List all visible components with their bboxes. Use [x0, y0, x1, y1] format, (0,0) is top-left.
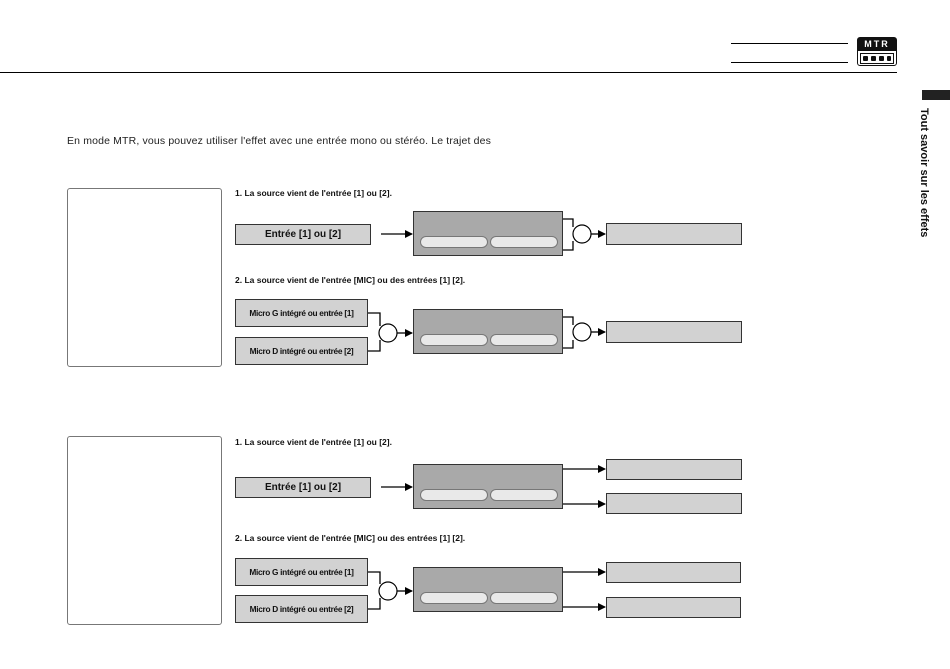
section-tab-marker — [922, 90, 950, 100]
mix-node — [378, 323, 398, 343]
section-title-vertical: Tout savoir sur les effets — [918, 108, 930, 238]
mix-node — [572, 224, 592, 244]
diagram-2-case-2-output-right-box — [606, 597, 741, 618]
effect-slot-right — [490, 489, 558, 501]
diagram-2-case-2-input-right: Micro D intégré ou entrée [2] — [235, 595, 368, 623]
diagram-2-case-1-caption: 1. La source vient de l'entrée [1] ou [2… — [235, 437, 392, 447]
mix-node — [572, 322, 592, 342]
effect-slot-right — [490, 334, 558, 346]
diagram-2-case-1-output-left-box — [606, 459, 742, 480]
mtr-logo-text: MTR — [858, 38, 896, 51]
diagram-1-case-2-output-box — [606, 321, 742, 343]
diagram-1-case-1-caption: 1. La source vient de l'entrée [1] ou [2… — [235, 188, 392, 198]
effect-slot-left — [420, 334, 488, 346]
diagram-1-case-2-caption: 2. La source vient de l'entrée [MIC] ou … — [235, 275, 466, 285]
diagram-2-case-2-output-left-box — [606, 562, 741, 583]
header-rule — [0, 72, 897, 73]
diagram-2-case-2-caption: 2. La source vient de l'entrée [MIC] ou … — [235, 533, 466, 543]
effect-slot-left — [420, 489, 488, 501]
diagram-1-case-1-output-box — [606, 223, 742, 245]
header-field-line-2 — [731, 62, 848, 63]
diagram-1-case-2-input-left: Micro G intégré ou entrée [1] — [235, 299, 368, 327]
effect-slot-left — [420, 236, 488, 248]
diagram-2-case-2-input-left: Micro G intégré ou entrée [1] — [235, 558, 368, 586]
diagram-1-case-1-effect-block — [413, 211, 563, 256]
diagram-2-case-1-input-box: Entrée [1] ou [2] — [235, 477, 371, 498]
diagram-2-case-1-effect-block — [413, 464, 563, 509]
diagram-1-case-1-input-box: Entrée [1] ou [2] — [235, 224, 371, 245]
diagram-2-label-panel — [67, 436, 222, 625]
diagram-2-case-2-effect-block — [413, 567, 563, 612]
diagram-1-case-2-effect-block — [413, 309, 563, 354]
diagram-1-case-2-input-right: Micro D intégré ou entrée [2] — [235, 337, 368, 365]
mix-node — [378, 581, 398, 601]
diagram-2-case-1-output-right-box — [606, 493, 742, 514]
header-field-line-1 — [731, 43, 848, 44]
diagram-1-label-panel — [67, 188, 222, 367]
effect-slot-left — [420, 592, 488, 604]
mtr-mode-logo: MTR — [857, 37, 897, 66]
effect-slot-right — [490, 236, 558, 248]
intro-paragraph: En mode MTR, vous pouvez utiliser l'effe… — [67, 135, 492, 147]
effect-slot-right — [490, 592, 558, 604]
mixer-tracks-icon — [860, 53, 894, 64]
